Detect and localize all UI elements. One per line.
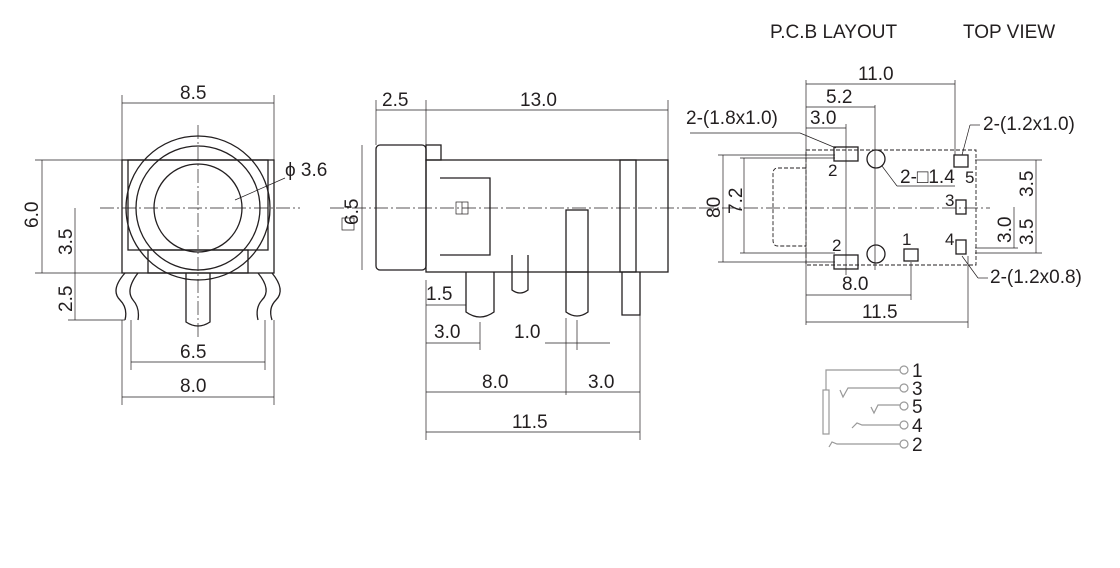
- dim-side-height: 6.5: [342, 199, 363, 225]
- dim-pin-width: 1.0: [514, 322, 540, 343]
- dim-pad-offset: 3.0: [810, 108, 836, 129]
- dim-right-top: 3.5: [1017, 171, 1038, 197]
- dim-pin-span-outer: 8.0: [180, 376, 206, 397]
- schematic-pin-3: 3: [912, 379, 923, 400]
- schematic-pin-4: 4: [912, 416, 923, 437]
- pin-label-2-bottom: 2: [832, 236, 841, 255]
- pin-label-2-top: 2: [828, 161, 837, 180]
- dim-length: 13.0: [520, 90, 557, 111]
- hole-callout: 2-□1.4: [900, 167, 955, 188]
- dim-pin2-pos: 8.0: [482, 372, 508, 393]
- pin-label-4: 4: [945, 230, 954, 249]
- dim-pin-length: 2.5: [56, 286, 77, 312]
- dim-pin3-gap: 3.0: [588, 372, 614, 393]
- dim-pcb-width: 11.0: [858, 64, 894, 85]
- schematic-pin-2: 2: [912, 435, 923, 456]
- dim-right-bottom: 3.5: [1017, 219, 1038, 245]
- dim-height: 6.0: [22, 202, 43, 228]
- side-view: 2.5 13.0 6.5 1.5 3.0 1.0 8.0 3.0 11.5: [330, 90, 700, 440]
- dim-width-top: 8.5: [180, 83, 206, 104]
- dim-center-height: 3.5: [56, 229, 77, 255]
- dim-height-outer: 80: [704, 197, 725, 218]
- dim-bottom-outer: 11.5: [862, 302, 898, 323]
- dim-height-inner: 7.2: [726, 188, 747, 214]
- schematic: 1 3 5 4 2: [822, 361, 923, 456]
- dim-pin-span-inner: 6.5: [180, 342, 206, 363]
- pin-label-5: 5: [965, 168, 974, 187]
- dim-total: 11.5: [512, 412, 548, 433]
- pad-right-bottom-callout: 2-(1.2x0.8): [990, 267, 1082, 288]
- pin-label-1: 1: [902, 230, 911, 249]
- pad-right-top-callout: 2-(1.2x1.0): [983, 114, 1075, 135]
- schematic-pin-5: 5: [912, 397, 923, 418]
- dim-hole-offset: 5.2: [826, 87, 852, 108]
- pcb-layout: 2 5 3 4 1 2 11.0 5.2 3.0 2-(1.8x1.0) 2-(…: [686, 64, 1082, 328]
- pin-label-3: 3: [945, 191, 954, 210]
- pcb-layout-title: P.C.B LAYOUT: [770, 22, 897, 43]
- dim-pin-offset: 1.5: [426, 284, 452, 305]
- dim-bottom-inner: 8.0: [842, 274, 868, 295]
- top-view-title: TOP VIEW: [963, 22, 1055, 43]
- pad-large-callout: 2-(1.8x1.0): [686, 108, 778, 129]
- dim-flange: 2.5: [382, 90, 408, 111]
- schematic-pin-1: 1: [912, 361, 923, 382]
- dim-diameter: ϕ 3.6: [285, 160, 327, 181]
- front-view: 8.5 ϕ 3.6 6.0 3.5 2.5 6.5 8.0: [22, 83, 327, 405]
- dim-right-mid: 3.0: [995, 217, 1016, 243]
- dim-pin1-pos: 3.0: [434, 322, 460, 343]
